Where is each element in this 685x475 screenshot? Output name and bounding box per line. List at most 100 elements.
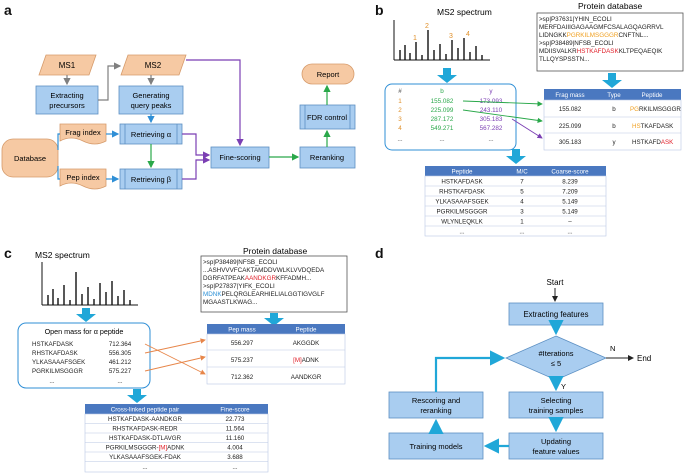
extracting-precursors-line2: precursors [49,101,85,110]
down-arrow-b3 [506,149,526,164]
fine-row4-score: 4.004 [227,445,243,452]
generating-query-peaks-line2: query peaks [131,101,172,110]
pep-header-peptide: Peptide [296,327,318,334]
ion-row5-y: ... [488,136,493,143]
frag-header-type: Type [607,92,621,99]
ion-row1-idx: 1 [398,98,402,105]
fine-row5-score: 3.688 [227,454,243,461]
end-label: End [637,354,651,363]
fine-row1-score: 22.773 [226,416,245,423]
iterations-decision [505,335,607,381]
pep-row3-mass: 712.362 [231,374,254,381]
fasta-c-line6: MGAASTLKWAG... [203,299,258,306]
panel-c: c MS2 spectrum Protein database >sp|P384… [4,245,348,473]
panel-b-letter: b [375,2,384,18]
panel-a-letter: a [4,2,12,18]
fine-row2-pair: RHSTKAFDASK-REDR [112,426,178,433]
ms2-spectrum-title-c: MS2 spectrum [35,250,90,260]
coarse-row3-mc: 4 [520,199,524,206]
peak-label-4: 4 [466,31,470,38]
coarse-row6-mc: ... [519,229,524,236]
ion-row3-y: 305.183 [480,116,503,123]
rescoring-line2: reranking [420,406,451,415]
down-arrow-c3 [127,389,147,403]
fine-row5-pair: YLKASAAAFSGEK-FDAK [109,454,182,461]
ion-row1-y: 173.093 [480,98,503,105]
ion-header-index: # [398,88,402,95]
down-arrow-c2 [264,313,284,326]
fine-scoring-label: Fine-scoring [219,153,260,162]
fasta-c-line1: >sp|P38489|NFSB_ECOLI [203,259,278,266]
open-row2-mass: 556.305 [109,350,132,357]
pep-table-header [207,324,345,334]
updating-line1: Updating [541,437,571,446]
panel-c-letter: c [4,245,12,261]
coarse-row5-score: – [568,219,572,226]
pep-row2-peptide: [M]ADNK [293,357,320,364]
ion-row2-idx: 2 [398,107,402,114]
panel-d-letter: d [375,245,384,261]
fine-header-pair: Cross-linked peptide pair [111,407,179,414]
pep-index-node [59,168,107,190]
coarse-row2-peptide: RHSTKAFDASK [439,189,486,196]
protein-db-box-c [200,255,348,313]
pep-row1-peptide: AKGGDK [293,340,320,347]
ms1-node [38,54,97,76]
open-row3-mass: 461.212 [109,359,132,366]
spectrum-b-peaks [399,30,483,60]
fine-row4-pair: PGRKILMSGGGR-[M]ADNK [106,445,186,452]
coarse-row1-mc: 7 [520,179,524,186]
extracting-precursors-line1: Extracting [50,91,83,100]
fasta-c-line3: DGRFATPEAKAANDKGRKFFADMH... [203,275,312,282]
panel-b: b MS2 spectrum Protein database 1 2 3 4 … [375,1,684,237]
frag-index-label: Frag index [65,128,101,137]
coarse-header-peptide: Peptide [452,169,474,176]
n-label: N [610,344,615,353]
pep-index-label: Pep index [66,173,100,182]
down-arrow-c1 [76,308,96,322]
ion-row4-y: 567.282 [480,125,503,132]
coarse-row6-score: ... [567,229,572,236]
frag-row2-type: b [612,123,616,130]
fine-row6-pair: ... [142,464,147,471]
ion-header-b: b [440,88,444,95]
ion-row4-idx: 4 [398,125,402,132]
open-row5-mass: ... [117,378,122,385]
open-row1-mass: 712.364 [109,341,132,348]
protein-db-title-b: Protein database [578,1,643,11]
extracting-precursors-box [35,85,99,115]
coarse-row4-mc: 3 [520,209,524,216]
open-mass-box [17,322,151,389]
coarse-row5-peptide: WLYNLEQKLK [441,219,483,226]
frag-table-header [544,89,681,100]
start-label: Start [547,278,565,287]
iterations-line2: ≤ 5 [551,359,561,368]
ion-row2-b: 225.099 [431,107,454,114]
fine-row2-score: 11.564 [226,426,245,433]
frag-row2-peptide: HSTKAFDASK [632,123,674,130]
generating-query-peaks-line1: Generating [132,91,169,100]
rescoring-line1: Rescoring and [412,396,460,405]
frag-table-body [543,99,682,151]
extracting-features-label: Extracting features [523,310,588,319]
open-mass-title: Open mass for α peptide [45,327,124,336]
frag-header-peptide: Peptide [642,92,664,99]
pep-row2-mass: 575.237 [231,357,254,364]
fine-table-header [85,404,268,414]
fasta-b-line2: MERFDAIIIGAGAAGMFCSALAGQAGRRVL [539,24,664,31]
open-row2-peptide: RHSTKAFDASK [32,350,79,357]
ion-row1-b: 155.082 [431,98,454,105]
coarse-row2-score: 7.209 [562,189,578,196]
peak-label-3: 3 [449,33,453,40]
ion-row5-b: ... [439,136,444,143]
ion-header-y: y [489,88,493,95]
fine-header-score: Fine-score [220,407,250,414]
frag-row1-mass: 155.082 [559,106,582,113]
peak-label-1: 1 [413,35,417,42]
fasta-c-line2: ...ASHVVVFCAKTAMDDVWLKLVVDQEDA [203,267,325,274]
pep-table-body [206,333,346,385]
ion-row4-b: 549.271 [431,125,454,132]
fdr-control-label: FDR control [307,113,347,122]
iterations-line1: #Iterations [538,349,573,358]
